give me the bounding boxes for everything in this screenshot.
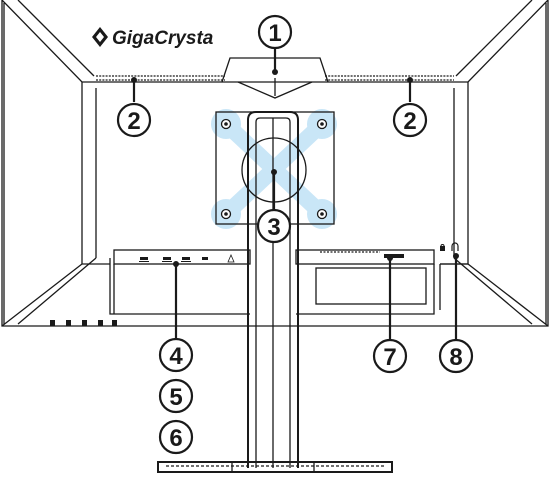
callout-2-left: 2 <box>116 102 152 138</box>
svg-text:6: 6 <box>169 425 182 452</box>
callout-1: 1 <box>257 14 293 50</box>
svg-text:4: 4 <box>169 343 183 370</box>
callout-4: 4 <box>158 337 194 373</box>
svg-text:8: 8 <box>449 344 462 371</box>
callout-6: 6 <box>158 419 194 455</box>
svg-text:2: 2 <box>127 108 140 135</box>
kensington-lock-icon <box>440 244 445 251</box>
port-panel-left <box>50 249 251 326</box>
headphone-jack-icon <box>451 242 459 251</box>
brand-name: GigaCrysta <box>112 28 214 49</box>
monitor-body <box>1 0 549 327</box>
callout-7: 7 <box>372 338 408 374</box>
monitor-stand <box>157 111 393 473</box>
control-buttons <box>50 320 117 326</box>
callout-8: 8 <box>438 338 474 374</box>
svg-text:3: 3 <box>267 214 280 241</box>
brand-logo: GigaCrysta <box>92 27 214 49</box>
callout-5: 5 <box>158 378 194 414</box>
svg-text:2: 2 <box>403 108 416 135</box>
callout-lines <box>131 48 459 340</box>
ports-row <box>139 253 235 263</box>
callout-3: 3 <box>256 208 292 244</box>
svg-text:5: 5 <box>169 384 182 411</box>
svg-text:1: 1 <box>268 20 281 47</box>
svg-text:7: 7 <box>383 344 396 371</box>
callout-2-right: 2 <box>392 102 428 138</box>
port-panel-right <box>295 242 468 315</box>
diamond-logo-icon <box>92 27 108 47</box>
